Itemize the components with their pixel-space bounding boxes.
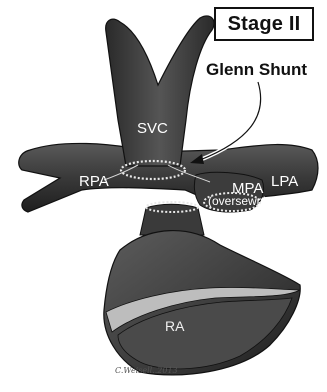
svc-label: SVC <box>137 120 168 137</box>
mpa-oversewn-note: (oversewn) <box>208 194 267 208</box>
stage-label: Stage II <box>228 13 301 36</box>
ra-label: RA <box>165 318 184 334</box>
rpa-label: RPA <box>79 173 109 190</box>
stage-label-box: Stage II <box>214 7 314 41</box>
lpa-label: LPA <box>271 173 298 190</box>
glenn-shunt-label: Glenn Shunt <box>206 60 307 80</box>
svc-vessel <box>106 16 214 166</box>
artist-signature: C.Weisell..2013 <box>115 366 178 375</box>
